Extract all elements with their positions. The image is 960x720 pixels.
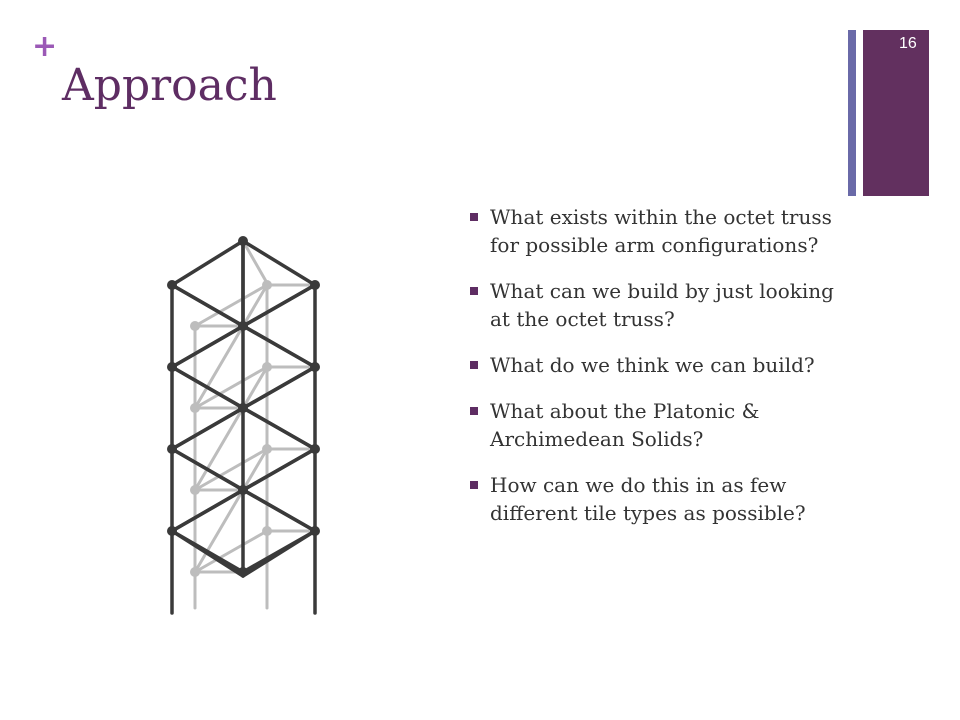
slide-title: Approach xyxy=(62,60,277,111)
bullet-text: What about the Platonic & Archimedean So… xyxy=(490,399,760,451)
bullet-item: How can we do this in as few different t… xyxy=(470,471,850,527)
bullet-square-icon xyxy=(470,481,478,489)
bullet-square-icon xyxy=(470,287,478,295)
bullet-item: What can we build by just looking at the… xyxy=(470,277,850,333)
bullet-item: What about the Platonic & Archimedean So… xyxy=(470,397,850,453)
bullet-square-icon xyxy=(470,361,478,369)
decorative-bar-thin xyxy=(848,30,856,196)
bullet-text: What exists within the octet truss for p… xyxy=(490,205,832,257)
page-number: 16 xyxy=(899,35,917,52)
octet-truss-tower-image xyxy=(167,236,320,615)
bullet-item: What do we think we can build? xyxy=(470,351,850,379)
plus-sign-icon: + xyxy=(32,29,58,64)
bullet-square-icon xyxy=(470,407,478,415)
bullet-item: What exists within the octet truss for p… xyxy=(470,203,850,259)
bullet-text: What can we build by just looking at the… xyxy=(490,279,834,331)
bullet-text: What do we think we can build? xyxy=(490,353,815,377)
bullet-text: How can we do this in as few different t… xyxy=(490,473,806,525)
bullet-list: What exists within the octet truss for p… xyxy=(470,203,850,545)
bullet-square-icon xyxy=(470,213,478,221)
decorative-bar-wide xyxy=(863,30,929,196)
